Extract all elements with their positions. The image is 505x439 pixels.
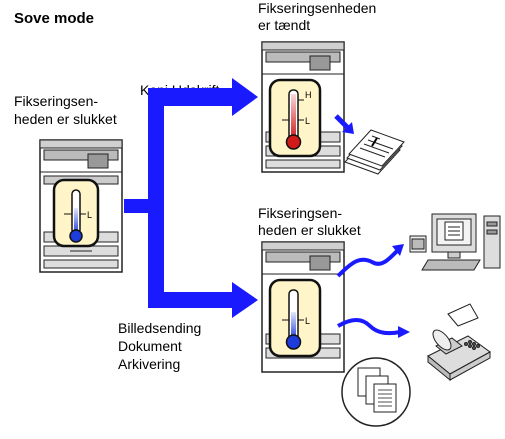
left-state-label-line2: heden er slukket (14, 111, 117, 127)
thermometer-cold-left: L (52, 178, 100, 248)
left-state-label-line1: Fikseringsen- (14, 93, 99, 109)
branch-arrows (124, 78, 258, 318)
output-arrow (334, 114, 354, 134)
thermometer-hot-top: H L (268, 78, 322, 158)
send-label-line1: Billedsending (118, 320, 202, 336)
thermometer-cold-bottom: L (268, 278, 322, 358)
send-label-line2: Dokument (118, 338, 182, 354)
document-archive-icon (341, 357, 411, 427)
top-state-label-line2: er tændt (258, 17, 311, 33)
thermo-low-mark: L (87, 210, 92, 220)
thermo-low-mark-bottom: L (305, 316, 310, 326)
computer-icon (409, 213, 501, 271)
bottom-state-label-line1: Fikseringsen- (258, 205, 343, 221)
wavy-arrow-to-pc (336, 244, 404, 278)
fax-icon (427, 303, 491, 382)
branch-trunk (124, 78, 258, 318)
bottom-state-label-line2: heden er slukket (258, 222, 361, 238)
wavy-arrow-to-fax (337, 318, 410, 338)
thermo-low-mark-top: L (305, 116, 310, 126)
printed-pages-icon (344, 129, 405, 175)
send-label-line3: Arkivering (118, 356, 181, 372)
top-state-label-line1: Fikseringsenheden (258, 0, 377, 16)
thermo-high-mark: H (305, 90, 312, 100)
diagram-title: Sove mode (14, 10, 95, 27)
